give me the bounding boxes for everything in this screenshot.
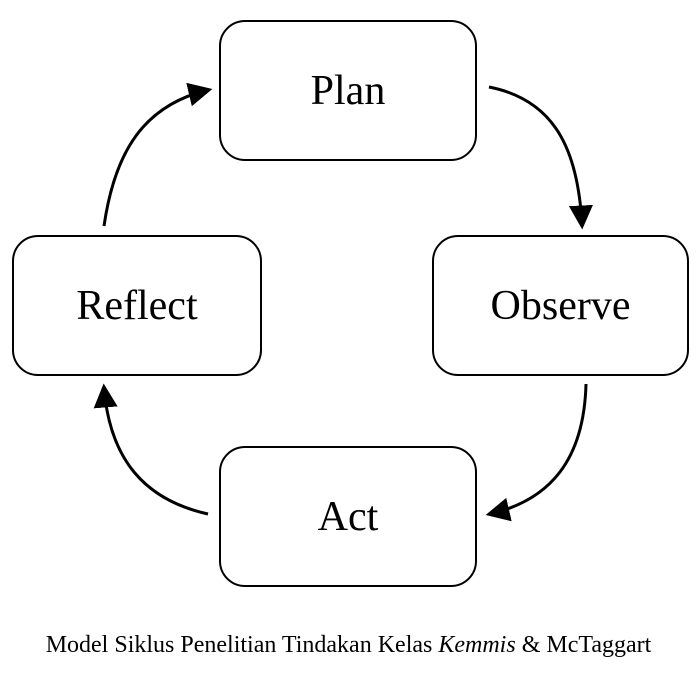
- cycle-arrows: [93, 82, 593, 522]
- arrow-plan-to-observe: [488, 85, 593, 230]
- caption-suffix: & McTaggart: [515, 632, 652, 658]
- node-observe: Observe: [432, 235, 689, 376]
- arrow-reflect-to-plan: [102, 82, 213, 227]
- arrow-act-to-reflect: [93, 383, 209, 516]
- caption-italic: Kemmis: [438, 632, 516, 658]
- caption-prefix: Model Siklus Penelitian Tindakan Kelas: [45, 632, 439, 658]
- arrow-observe-to-act: [485, 383, 588, 522]
- node-act-label: Act: [317, 493, 379, 540]
- node-plan: Plan: [219, 20, 477, 161]
- node-reflect: Reflect: [12, 235, 262, 376]
- node-act: Act: [219, 446, 477, 587]
- node-plan-label: Plan: [310, 67, 386, 114]
- cycle-diagram: Plan Observe Act Reflect: [12, 20, 689, 587]
- figure-caption: Model Siklus Penelitian Tindakan Kelas K…: [0, 632, 697, 659]
- node-observe-label: Observe: [490, 282, 631, 329]
- node-reflect-label: Reflect: [76, 282, 198, 329]
